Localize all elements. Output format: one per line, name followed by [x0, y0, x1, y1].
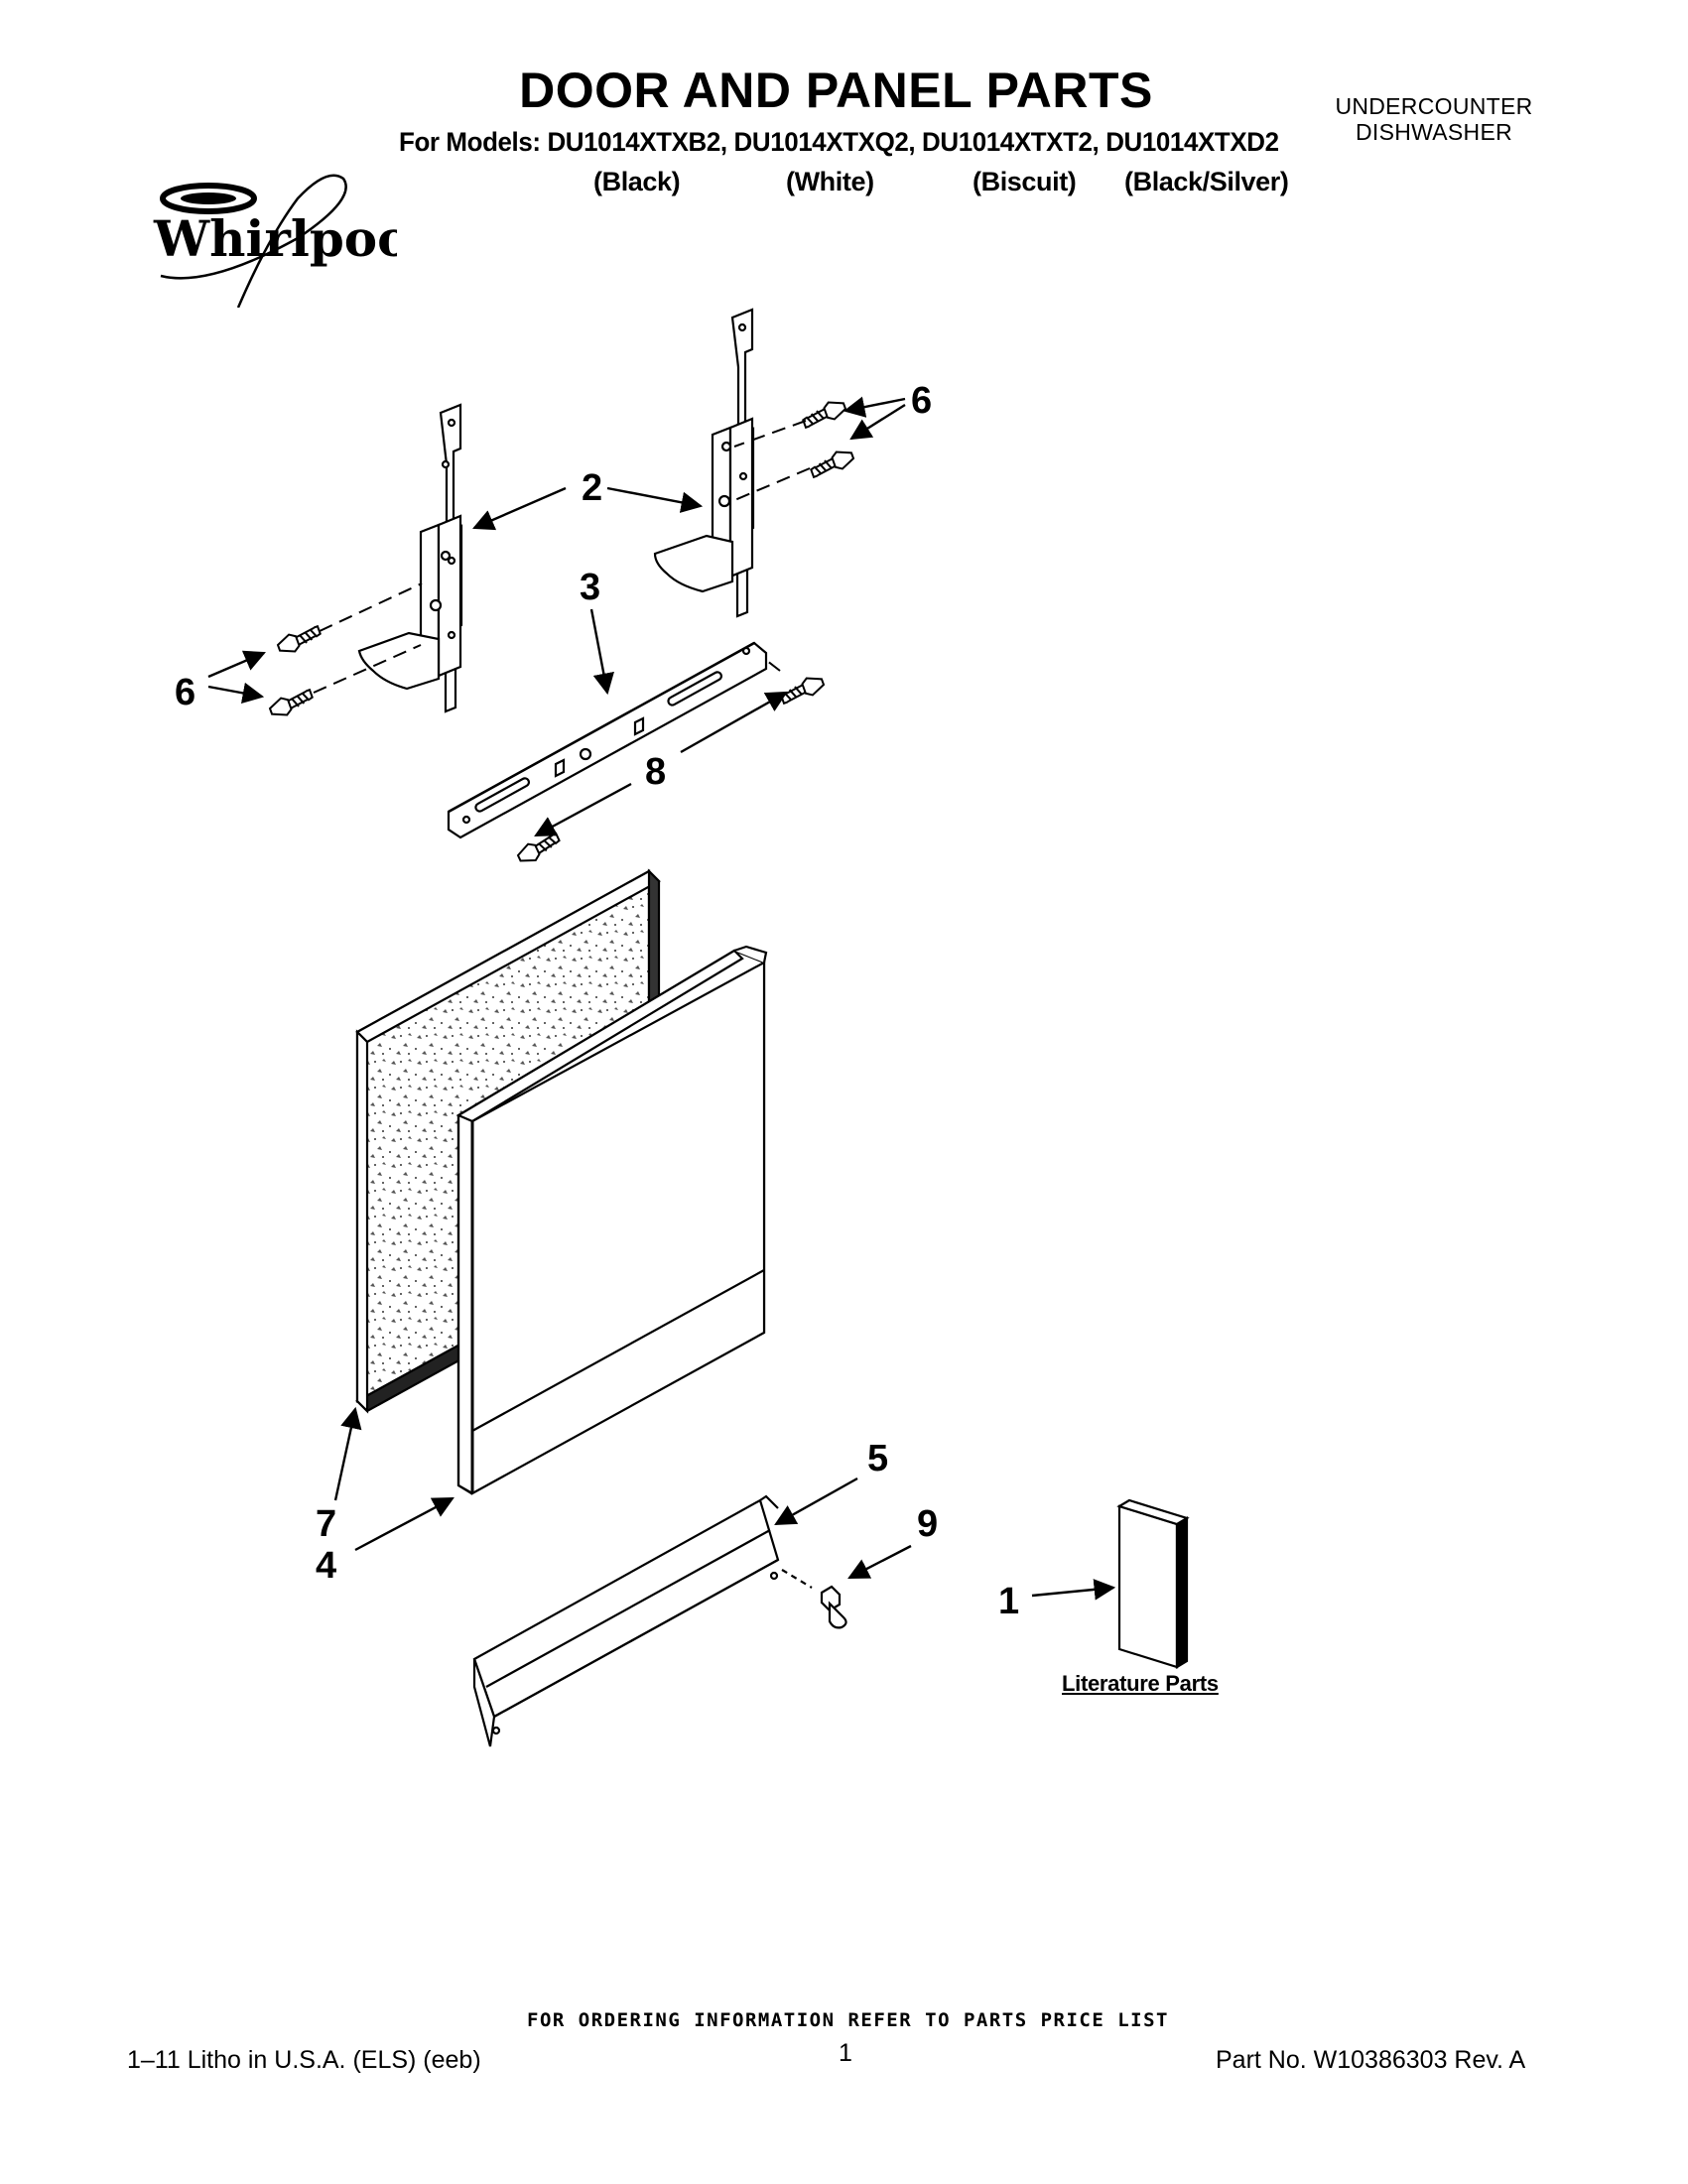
litho-info: 1–11 Litho in U.S.A. (ELS) (eeb) — [127, 2046, 481, 2074]
appliance-type: UNDERCOUNTER DISHWASHER — [1280, 93, 1588, 145]
page-title: DOOR AND PANEL PARTS — [0, 62, 1688, 119]
color-label-black: (Black) — [593, 167, 681, 196]
appliance-type-line2: DISHWASHER — [1355, 119, 1513, 145]
callout-4: 4 — [316, 1545, 336, 1587]
literature-book — [1116, 1498, 1190, 1669]
screw — [807, 446, 857, 480]
left-door-bracket — [357, 403, 463, 713]
screw — [777, 672, 828, 707]
callout-3: 3 — [580, 567, 600, 608]
callout-8: 8 — [645, 751, 666, 793]
svg-text:Whirlpool: Whirlpool — [153, 209, 397, 268]
callout-2: 2 — [582, 467, 602, 509]
part-number: Part No. W10386303 Rev. A — [1216, 2046, 1526, 2074]
leader-lines — [207, 396, 1116, 1601]
screw-9 — [781, 1569, 847, 1629]
mounting-rail — [447, 641, 768, 839]
color-label-white: (White) — [786, 167, 874, 196]
whirlpool-logo: Whirlpool — [153, 174, 397, 308]
page-number: 1 — [839, 2039, 852, 2067]
ordering-note-text: FOR ORDERING INFORMATION REFER TO PARTS … — [527, 2009, 1169, 2031]
callout-1: 1 — [998, 1581, 1019, 1622]
screw — [799, 396, 849, 431]
color-label-black-silver: (Black/Silver) — [1124, 167, 1289, 196]
door-panel — [455, 945, 768, 1495]
right-door-bracket — [653, 308, 755, 618]
screw — [514, 830, 564, 867]
literature-parts-label: Literature Parts — [1062, 1671, 1219, 1696]
appliance-type-line1: UNDERCOUNTER — [1335, 93, 1533, 119]
callout-6-left: 6 — [175, 672, 195, 713]
page-title-text: DOOR AND PANEL PARTS — [519, 63, 1153, 118]
callout-6-right: 6 — [911, 380, 932, 422]
callout-7: 7 — [316, 1503, 336, 1545]
color-label-biscuit: (Biscuit) — [973, 167, 1077, 196]
callout-5: 5 — [867, 1438, 888, 1479]
screw — [274, 623, 325, 658]
toe-kick — [472, 1494, 780, 1747]
callout-9: 9 — [917, 1503, 938, 1545]
models-line: For Models: DU1014XTXB2, DU1014XTXQ2, DU… — [399, 127, 1279, 157]
ordering-note: FOR ORDERING INFORMATION REFER TO PARTS … — [0, 2009, 1688, 2031]
screw — [266, 687, 317, 721]
